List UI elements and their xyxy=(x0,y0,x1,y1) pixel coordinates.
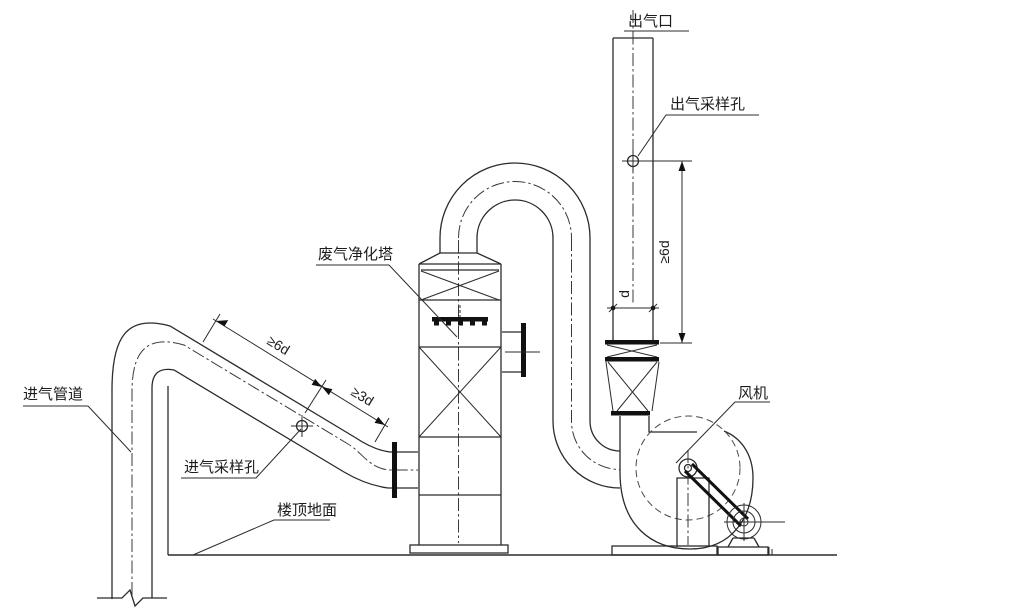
sampling-hole-cross xyxy=(622,150,644,172)
centerlines xyxy=(131,10,689,595)
dim-arrow xyxy=(374,416,385,425)
fan-base-plate xyxy=(611,545,718,556)
spray-nozzle xyxy=(446,321,451,326)
fan-scroll-casing xyxy=(619,416,754,550)
extension-lines xyxy=(644,160,692,344)
dim-inlet-upstream: ≥6d xyxy=(264,332,292,358)
label-leader xyxy=(675,401,770,464)
annotations: 出气口 出气采样孔 废气净化塔 进气管道 进气采样孔 楼顶地面 风机 xyxy=(23,13,770,556)
extension-ticks xyxy=(202,313,390,443)
label-outlet-sampling-hole: 出气采样孔 xyxy=(637,96,759,157)
fan-shaft xyxy=(683,463,693,473)
outlet-sampling-hole-text: 出气采样孔 xyxy=(670,96,745,113)
dim-arrow xyxy=(216,320,229,327)
inlet-sampling-hole-symbol xyxy=(291,415,313,437)
spray-nozzle xyxy=(470,321,475,326)
label-purification-tower: 废气净化塔 xyxy=(316,246,458,338)
fan-text: 风机 xyxy=(738,385,768,402)
lower-bend-inner xyxy=(589,420,621,452)
inlet-duct-dimension-chain: ≥6d ≥3d xyxy=(202,313,390,443)
purification-tower-text: 废气净化塔 xyxy=(318,246,393,263)
packing-x-section xyxy=(418,346,502,438)
tower-outlet-bend xyxy=(439,162,621,489)
flange-upper xyxy=(605,340,659,345)
bend-inner-wall xyxy=(476,199,554,239)
fan-outlet-neck xyxy=(648,416,697,433)
outlet-sampling-hole-symbol xyxy=(622,150,644,172)
label-inlet-sampling-hole: 进气采样孔 xyxy=(181,428,302,479)
label-leader xyxy=(181,428,302,479)
outlet-port-text: 出气口 xyxy=(628,13,673,30)
base-ticks xyxy=(768,547,773,555)
demister-x-section xyxy=(420,270,500,301)
inlet-duct-inner-wall xyxy=(151,368,418,598)
fan-outlet-flange xyxy=(611,411,650,416)
tower-top-taper xyxy=(418,252,502,265)
spray-nozzle xyxy=(482,321,487,326)
dim-ticks xyxy=(608,303,658,313)
inlet-duct-centerline xyxy=(131,341,418,595)
cone-sides xyxy=(605,361,660,412)
sampling-hole-cross xyxy=(291,415,313,437)
inlet-duct-outer-wall xyxy=(111,322,418,599)
flange-lower xyxy=(605,357,659,362)
dimension-line xyxy=(212,318,389,428)
dim-arrow xyxy=(322,387,333,396)
pipe-break-symbol xyxy=(97,588,167,608)
cone-x-brace xyxy=(607,361,658,412)
label-leader xyxy=(192,519,330,556)
label-inlet-pipe: 进气管道 xyxy=(23,386,132,453)
label-fan: 风机 xyxy=(675,385,770,464)
downcomer-walls xyxy=(552,238,591,421)
flange-plate xyxy=(521,323,526,377)
reducer-cone xyxy=(605,361,660,416)
motor-support xyxy=(727,537,760,548)
dim-arrow xyxy=(311,378,322,387)
flexible-joint xyxy=(605,340,659,362)
spray-nozzle xyxy=(434,321,439,326)
spray-header xyxy=(432,305,488,326)
tower-walls xyxy=(418,264,502,545)
roof-floor-text: 楼顶地面 xyxy=(277,502,337,519)
fan-impeller-circle xyxy=(635,415,741,521)
bend-outer-wall xyxy=(439,162,591,239)
purification-tower xyxy=(409,252,540,554)
fan-assembly xyxy=(611,415,785,556)
stack-walls xyxy=(612,37,654,340)
tower-neck-walls xyxy=(439,238,478,253)
label-leader xyxy=(316,264,458,338)
downcomer-centerline xyxy=(571,238,621,470)
spray-pipe xyxy=(432,317,488,322)
outlet-stack-assembly: ≥6d d xyxy=(605,37,692,416)
stack-height-dimension: ≥6d xyxy=(644,160,692,344)
dim-arrow xyxy=(678,333,686,343)
label-outlet-port: 出气口 xyxy=(624,13,689,32)
top-bend-centerline xyxy=(458,181,572,239)
stack-diameter-dimension: d xyxy=(607,290,659,313)
tower-section-lines xyxy=(419,263,501,496)
flex-x-brace xyxy=(606,344,658,358)
belt-drive xyxy=(683,462,750,528)
dim-stack-diameter: d xyxy=(616,290,632,298)
lower-bend-outer xyxy=(552,420,621,489)
label-leader xyxy=(23,405,132,453)
motor-pulley xyxy=(724,503,785,541)
dim-stack-height: ≥6d xyxy=(656,240,672,263)
inlet-sampling-hole-text: 进气采样孔 xyxy=(184,459,259,476)
tower-side-flange xyxy=(502,323,540,377)
dim-arrow xyxy=(678,161,686,171)
label-roof-floor: 楼顶地面 xyxy=(192,502,337,556)
flange-stub-lines xyxy=(502,331,522,373)
motor-base-plate xyxy=(717,546,769,556)
inlet-pipe-text: 进气管道 xyxy=(23,386,83,403)
pulley-centerlines xyxy=(724,503,785,541)
tower-base-plate xyxy=(409,544,509,554)
tower-inlet-flange xyxy=(392,442,397,498)
spray-nozzle xyxy=(458,321,463,326)
label-leader xyxy=(637,114,759,157)
